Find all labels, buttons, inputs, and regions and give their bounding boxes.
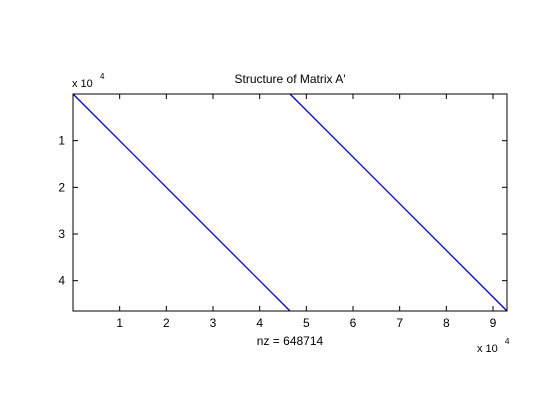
x-axis-label: nz = 648714: [257, 334, 324, 348]
x-tick-label: 7: [396, 316, 403, 330]
x-tick-label: 1: [116, 316, 123, 330]
y-tick-label: 3: [58, 227, 65, 241]
y-tick-label: 2: [58, 180, 65, 194]
x-tick-label: 6: [350, 316, 357, 330]
y-tick-label: 4: [58, 274, 65, 288]
x-tick-label: 2: [163, 316, 170, 330]
axes-box: [72, 93, 508, 312]
x-tick-label: 8: [443, 316, 450, 330]
series-layer: [72, 93, 508, 312]
x-tick-label: 5: [303, 316, 310, 330]
chart-title: Structure of Matrix A': [235, 72, 346, 86]
x-exponent-label: x 10 4: [477, 337, 510, 355]
series-line-1: [72, 93, 291, 312]
y-tick-label: 1: [58, 134, 65, 148]
x-tick-label: 3: [210, 316, 217, 330]
x-exponent-base: x 10: [477, 343, 498, 355]
y-exponent-power: 4: [100, 72, 105, 81]
x-tick-label: 4: [256, 316, 263, 330]
y-exponent-label: x 10 4: [72, 72, 105, 90]
x-exponent-power: 4: [505, 337, 510, 346]
x-tick-label: 9: [490, 316, 497, 330]
tick-layer: 1 2 3 4 5 6 7 8 9 1 2 3 4: [58, 94, 507, 330]
y-exponent-base: x 10: [72, 78, 93, 90]
series-line-2: [289, 93, 508, 312]
